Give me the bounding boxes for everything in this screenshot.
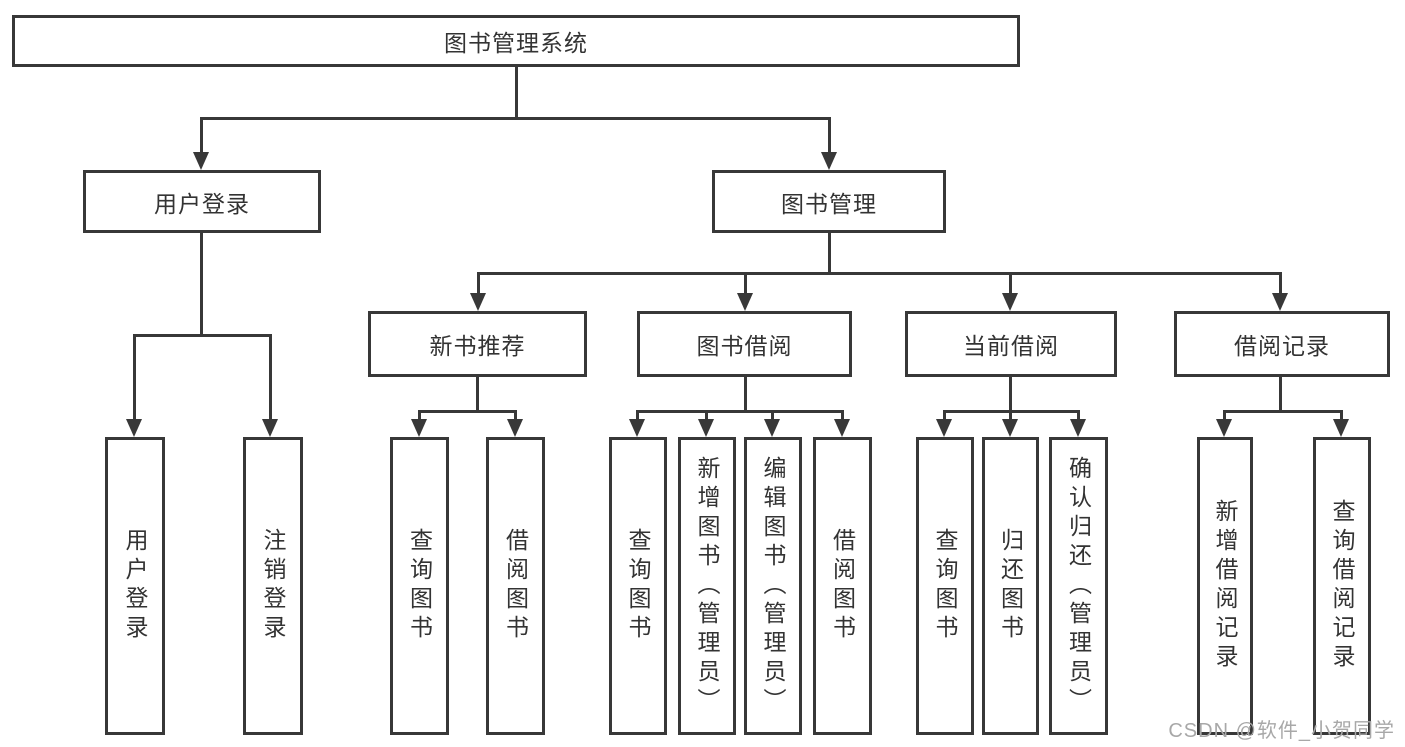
connector-level1-branch: [200, 117, 831, 120]
arrowhead-down: [764, 419, 780, 437]
leaf-label: 注销登录: [260, 528, 286, 644]
leaf-label: 借阅图书: [502, 528, 529, 644]
connector-section-stem: [744, 377, 747, 410]
connector-drop: [771, 410, 774, 420]
arrowhead-down: [126, 419, 142, 437]
node-return-book: 归还图书: [982, 437, 1039, 735]
arrowhead-down: [1002, 419, 1018, 437]
node-query-borrow-record: 查询借阅记录: [1313, 437, 1371, 735]
connector-leaf-branch: [418, 410, 517, 413]
arrowhead-down: [1272, 293, 1288, 311]
connector-section-stem: [1279, 377, 1282, 410]
arrowhead-down: [1002, 293, 1018, 311]
node-book-management-label: 图书管理: [781, 190, 877, 217]
arrowhead-down: [629, 419, 645, 437]
connector-user-login-children-branch: [133, 334, 272, 337]
connector-drop: [1009, 272, 1012, 294]
node-current-borrow-label: 当前借阅: [963, 333, 1059, 359]
watermark: CSDN @软件_小贺同学: [1168, 720, 1395, 742]
leaf-label: 查询图书: [625, 528, 651, 644]
connector-section-stem: [1009, 377, 1012, 410]
node-borrow-books: 借阅图书: [813, 437, 872, 735]
connector-leaf-branch: [636, 410, 844, 413]
node-book-management: 图书管理: [712, 170, 946, 233]
arrowhead-down: [262, 419, 278, 437]
arrowhead-down: [821, 152, 837, 170]
node-root-label: 图书管理系统: [444, 30, 588, 56]
leaf-label: 新增图书（管理员）: [694, 455, 720, 717]
leaf-label: 新增借阅记录: [1212, 499, 1238, 673]
arrowhead-down: [1070, 419, 1086, 437]
leaf-label: 编辑图书（管理员）: [760, 455, 786, 717]
node-query-books: 查询图书: [609, 437, 667, 735]
node-current-borrow: 当前借阅: [905, 311, 1117, 377]
arrowhead-down: [737, 293, 753, 311]
connector-drop: [477, 272, 480, 294]
node-user-login-label: 用户登录: [154, 190, 250, 217]
node-borrow-records-label: 借阅记录: [1234, 333, 1330, 359]
leaf-label: 查询图书: [932, 528, 958, 644]
node-user-login: 用户登录: [83, 170, 321, 233]
node-logout-action: 注销登录: [243, 437, 303, 735]
arrowhead-down: [470, 293, 486, 311]
leaf-label: 查询图书: [406, 528, 433, 644]
arrowhead-down: [507, 419, 523, 437]
node-new-book-recommend: 新书推荐: [368, 311, 587, 377]
arrowhead-down: [834, 419, 850, 437]
arrowhead-down: [936, 419, 952, 437]
connector-drop: [418, 410, 421, 420]
arrowhead-down: [1333, 419, 1349, 437]
arrowhead-down: [1216, 419, 1232, 437]
connector-root-stem: [515, 67, 518, 117]
leaf-label: 查询借阅记录: [1329, 499, 1355, 673]
node-edit-book-admin: 编辑图书（管理员）: [744, 437, 802, 735]
connector-leaf-branch: [1223, 410, 1343, 413]
node-add-borrow-record: 新增借阅记录: [1197, 437, 1253, 735]
node-book-borrow-label: 图书借阅: [696, 333, 793, 359]
connector-drop: [841, 410, 844, 420]
connector-drop: [705, 410, 708, 420]
connector-user-login-stem: [200, 233, 203, 334]
connector-drop: [943, 410, 946, 420]
node-new-book-recommend-label: 新书推荐: [429, 333, 526, 359]
node-query-books: 查询图书: [390, 437, 449, 735]
connector-user-login-drop: [200, 117, 203, 153]
leaf-label: 用户登录: [122, 528, 148, 644]
connector-drop: [1077, 410, 1080, 420]
node-root: 图书管理系统: [12, 15, 1020, 67]
node-user-login-action: 用户登录: [105, 437, 165, 735]
arrowhead-down: [193, 152, 209, 170]
connector-drop: [514, 410, 517, 420]
connector-drop: [636, 410, 639, 420]
connector-drop: [1340, 410, 1343, 420]
connector-drop: [269, 334, 272, 420]
leaf-label: 确认归还（管理员）: [1065, 455, 1092, 717]
leaf-label: 归还图书: [997, 528, 1024, 644]
connector-level2-branch: [477, 272, 1282, 275]
node-query-books: 查询图书: [916, 437, 974, 735]
node-borrow-records: 借阅记录: [1174, 311, 1390, 377]
connector-drop: [133, 334, 136, 420]
node-add-book-admin: 新增图书（管理员）: [678, 437, 736, 735]
arrowhead-down: [411, 419, 427, 437]
node-book-borrow: 图书借阅: [637, 311, 852, 377]
connector-drop: [1009, 410, 1012, 420]
connector-drop: [1223, 410, 1226, 420]
leaf-label: 借阅图书: [829, 528, 856, 644]
connector-section-stem: [476, 377, 479, 410]
connector-drop: [1279, 272, 1282, 294]
connector-drop: [744, 272, 747, 294]
arrowhead-down: [698, 419, 714, 437]
connector-book-mgmt-stem: [828, 233, 831, 272]
node-confirm-return-admin: 确认归还（管理员）: [1049, 437, 1108, 735]
node-borrow-books: 借阅图书: [486, 437, 545, 735]
connector-book-mgmt-drop: [828, 117, 831, 153]
